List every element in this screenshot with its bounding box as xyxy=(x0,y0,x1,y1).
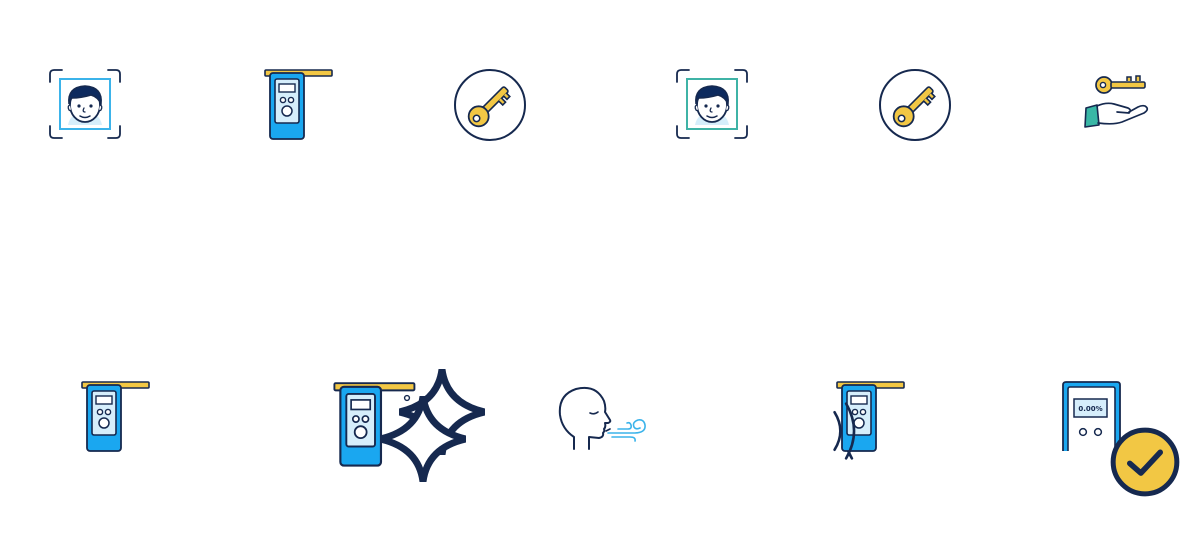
breathalyzer-icon xyxy=(264,69,334,141)
key-circle-icon xyxy=(453,68,527,142)
breathalyzer-sparkle-icon xyxy=(330,368,420,454)
result-readout: 0.00% xyxy=(1078,405,1102,413)
key-circle-icon xyxy=(878,68,952,142)
face-scan-teal-icon xyxy=(675,68,749,140)
check-badge-icon xyxy=(1113,430,1177,494)
key-handover-icon xyxy=(1084,75,1150,131)
breathalyzer-icon xyxy=(81,381,151,453)
breathalyzer-signal-icon xyxy=(803,381,895,453)
breath-blow-icon xyxy=(552,385,650,451)
breathalyzer-result-icon: 0.00% xyxy=(1060,381,1136,453)
face-scan-icon xyxy=(48,68,122,140)
